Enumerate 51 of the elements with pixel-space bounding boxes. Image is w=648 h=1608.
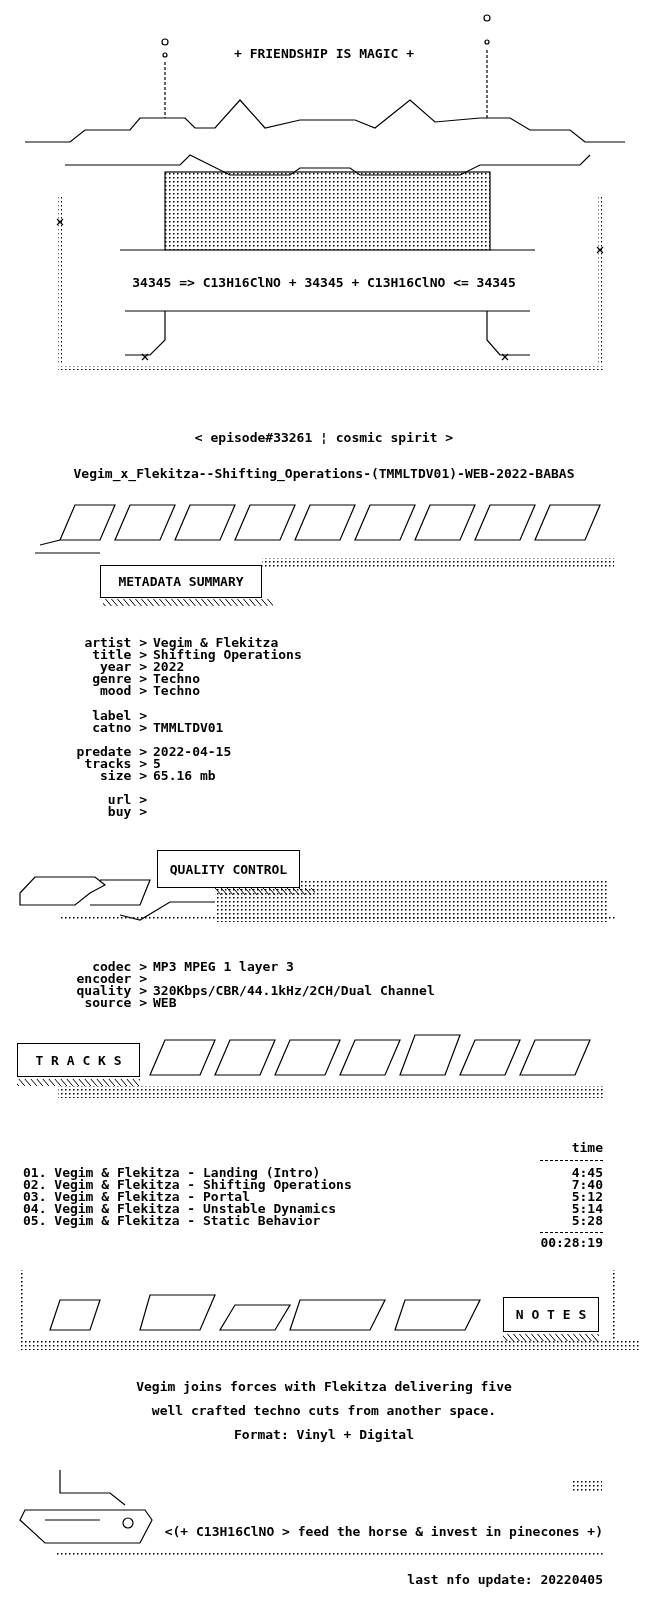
- field-value: Techno: [153, 684, 200, 698]
- field-value: 5: [153, 757, 161, 771]
- field-label: codec >: [92, 960, 147, 974]
- notes-text: well crafted techno cuts from another space.: [150, 1404, 498, 1418]
- track-title: 04. Vegim & Flekitza - Unstable Dynamics: [23, 1202, 337, 1216]
- section-heading: METADATA SUMMARY: [100, 565, 262, 598]
- field-label: size >: [100, 769, 147, 783]
- field-value: TMMLTDV01: [153, 721, 224, 735]
- field-label: mood >: [100, 684, 147, 698]
- field-value: WEB: [153, 996, 177, 1010]
- release-name: Vegim_x_Flekitza--Shifting_Operations-(TMMLTDV01)-WEB-2022-BABAS: [72, 467, 576, 481]
- notes-text: Format: Vinyl + Digital: [233, 1428, 415, 1442]
- field-value: 320Kbps/CBR/44.1kHz/2CH/Dual Channel: [153, 984, 435, 998]
- field-value: MP3 MPEG 1 layer 3: [153, 960, 294, 974]
- update-date: last nfo update: 20220405: [407, 1573, 603, 1587]
- field-label: quality >: [76, 984, 147, 998]
- section-heading: QUALITY CONTROL: [157, 850, 300, 888]
- field-label: title >: [92, 648, 147, 662]
- field-label: label >: [92, 709, 147, 723]
- field-value: 2022-04-15: [153, 745, 232, 759]
- field-value: Vegim & Flekitza: [153, 636, 279, 650]
- track-title: 02. Vegim & Flekitza - Shifting Operations: [23, 1178, 352, 1192]
- title-text: + FRIENDSHIP IS MAGIC +: [233, 47, 415, 61]
- section-heading: N O T E S: [503, 1297, 599, 1332]
- field-label: predate >: [76, 745, 147, 759]
- field-label: tracks >: [84, 757, 147, 771]
- footer-text: <(+ C13H16ClNO > feed the horse & invest in pinecones +): [164, 1525, 603, 1539]
- notes-text: Vegim joins forces with Flekitza delivering five: [135, 1380, 513, 1394]
- track-duration: 7:40: [571, 1178, 603, 1192]
- track-duration: 4:45: [571, 1166, 603, 1180]
- field-label: url >: [107, 793, 147, 807]
- column-header: time: [571, 1141, 603, 1155]
- field-label: buy >: [107, 805, 147, 819]
- track-duration: 5:12: [571, 1190, 603, 1204]
- track-title: 01. Vegim & Flekitza - Landing (Intro): [23, 1166, 321, 1180]
- track-title: 03. Vegim & Flekitza - Portal: [23, 1190, 250, 1204]
- field-value: Shifting Operations: [153, 648, 302, 662]
- section-heading: T R A C K S: [17, 1043, 140, 1077]
- subtitle-text: < episode#33261 ¦ cosmic spirit >: [193, 431, 455, 445]
- track-title: 05. Vegim & Flekitza - Static Behavior: [23, 1214, 321, 1228]
- total-duration: 00:28:19: [540, 1236, 603, 1250]
- track-duration: 5:14: [571, 1202, 603, 1216]
- field-value: 2022: [153, 660, 185, 674]
- field-value: 65.16 mb: [153, 769, 216, 783]
- track-duration: 5:28: [571, 1214, 603, 1228]
- field-label: year >: [100, 660, 147, 674]
- field-label: encoder >: [76, 972, 147, 986]
- field-label: artist >: [84, 636, 147, 650]
- field-label: catno >: [92, 721, 147, 735]
- formula-text: 34345 => C13H16ClNO + 34345 + C13H16ClNO <= 34345: [131, 276, 517, 290]
- field-value: Techno: [153, 672, 200, 686]
